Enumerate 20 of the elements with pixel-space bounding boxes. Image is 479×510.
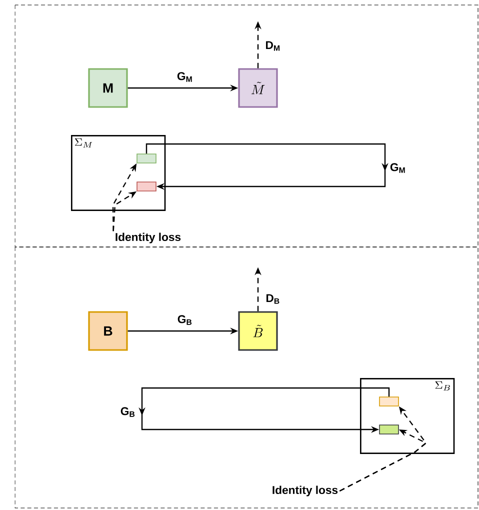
edge-label: G$_{M}$ [176, 70, 194, 84]
image-box: $\tilde{M}$ [238, 68, 278, 108]
edge-label: G$_{M}$ [388, 162, 408, 174]
edge-label: G$_{B}$ [176, 314, 194, 326]
arrow [146, 143, 388, 190]
sample-box [136, 154, 156, 164]
image-box: B [88, 311, 128, 351]
edge-label: D$_{M}$ [264, 40, 282, 52]
arrow [339, 430, 428, 492]
domain-box: $\Sigma_B$ [360, 378, 455, 454]
domain-box: $\Sigma_M$ [71, 135, 166, 211]
note-text: Identity loss [272, 486, 338, 496]
edge-label: G$_{B}$ [119, 406, 137, 418]
note-text: Identity loss [116, 232, 181, 244]
sample-box [379, 396, 399, 406]
edge-label: D$_{B}$ [264, 292, 282, 306]
image-box: M [88, 68, 128, 108]
image-box: $\tilde{B}$ [238, 311, 278, 351]
sample-box [379, 424, 399, 434]
sample-box [136, 182, 156, 192]
